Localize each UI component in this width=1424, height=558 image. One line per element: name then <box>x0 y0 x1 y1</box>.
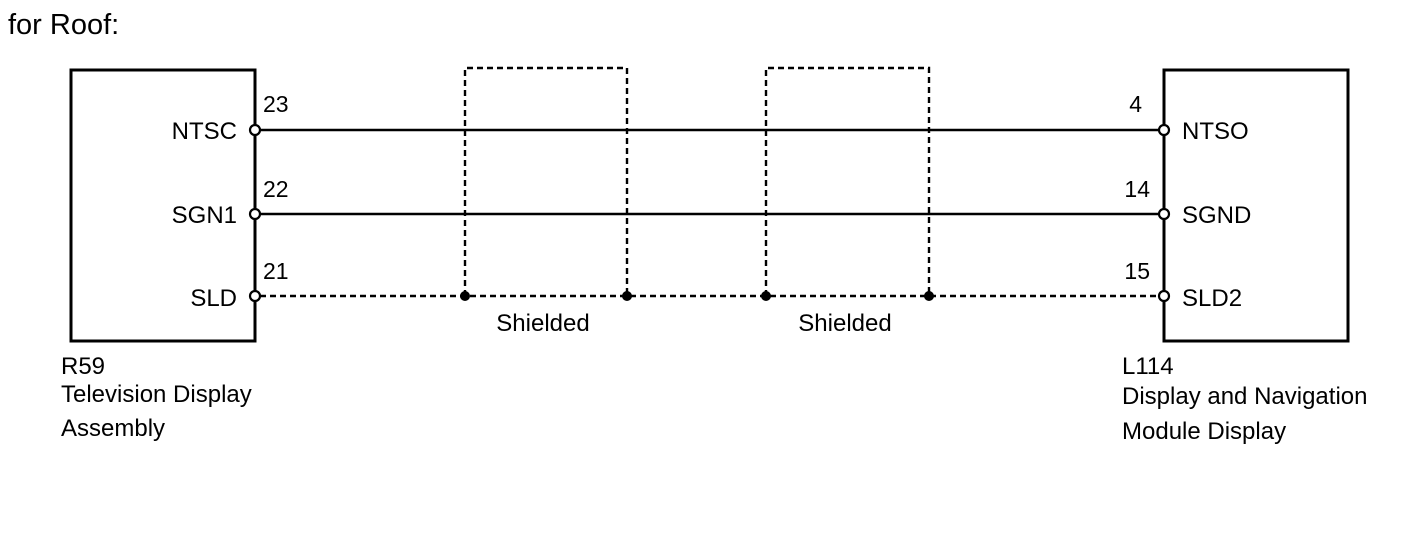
left-component-name-line2: Assembly <box>61 415 165 442</box>
shield-label-1: Shielded <box>496 310 589 337</box>
right-signal-sld2: SLD2 <box>1182 285 1242 312</box>
diagram-title: for Roof: <box>8 9 119 41</box>
right-terminal-4 <box>1157 123 1171 137</box>
right-terminal-14 <box>1157 207 1171 221</box>
left-signal-sld: SLD <box>190 285 237 312</box>
shield-junction-dot <box>622 291 632 301</box>
right-terminal-15 <box>1157 289 1171 303</box>
left-component-box <box>69 68 257 343</box>
left-signal-sgn1: SGN1 <box>172 202 237 229</box>
shield-enclosure-2 <box>764 66 931 296</box>
right-pin-14: 14 <box>1124 176 1150 202</box>
left-pin-23: 23 <box>263 91 289 117</box>
right-component-box <box>1162 68 1350 343</box>
left-component-name-line1: Television Display <box>61 381 252 408</box>
left-terminal-21 <box>248 289 262 303</box>
right-component-name-line1: Display and Navigation <box>1122 383 1367 410</box>
left-component-code: R59 <box>61 353 105 380</box>
right-component-name-line2: Module Display <box>1122 418 1286 445</box>
shield-junction-dot <box>924 291 934 301</box>
left-pin-21: 21 <box>263 258 289 284</box>
right-pin-4: 4 <box>1129 91 1142 117</box>
right-signal-sgnd: SGND <box>1182 202 1251 229</box>
left-terminal-22 <box>248 207 262 221</box>
right-component-code: L114 <box>1122 353 1174 380</box>
left-signal-ntsc: NTSC <box>172 118 237 145</box>
shield-junction-dot <box>761 291 771 301</box>
left-pin-22: 22 <box>263 176 289 202</box>
shield-enclosure-1 <box>463 66 629 296</box>
shield-junction-dot <box>460 291 470 301</box>
left-terminal-23 <box>248 123 262 137</box>
right-signal-ntso: NTSO <box>1182 118 1249 145</box>
shield-label-2: Shielded <box>798 310 891 337</box>
right-pin-15: 15 <box>1124 258 1150 284</box>
